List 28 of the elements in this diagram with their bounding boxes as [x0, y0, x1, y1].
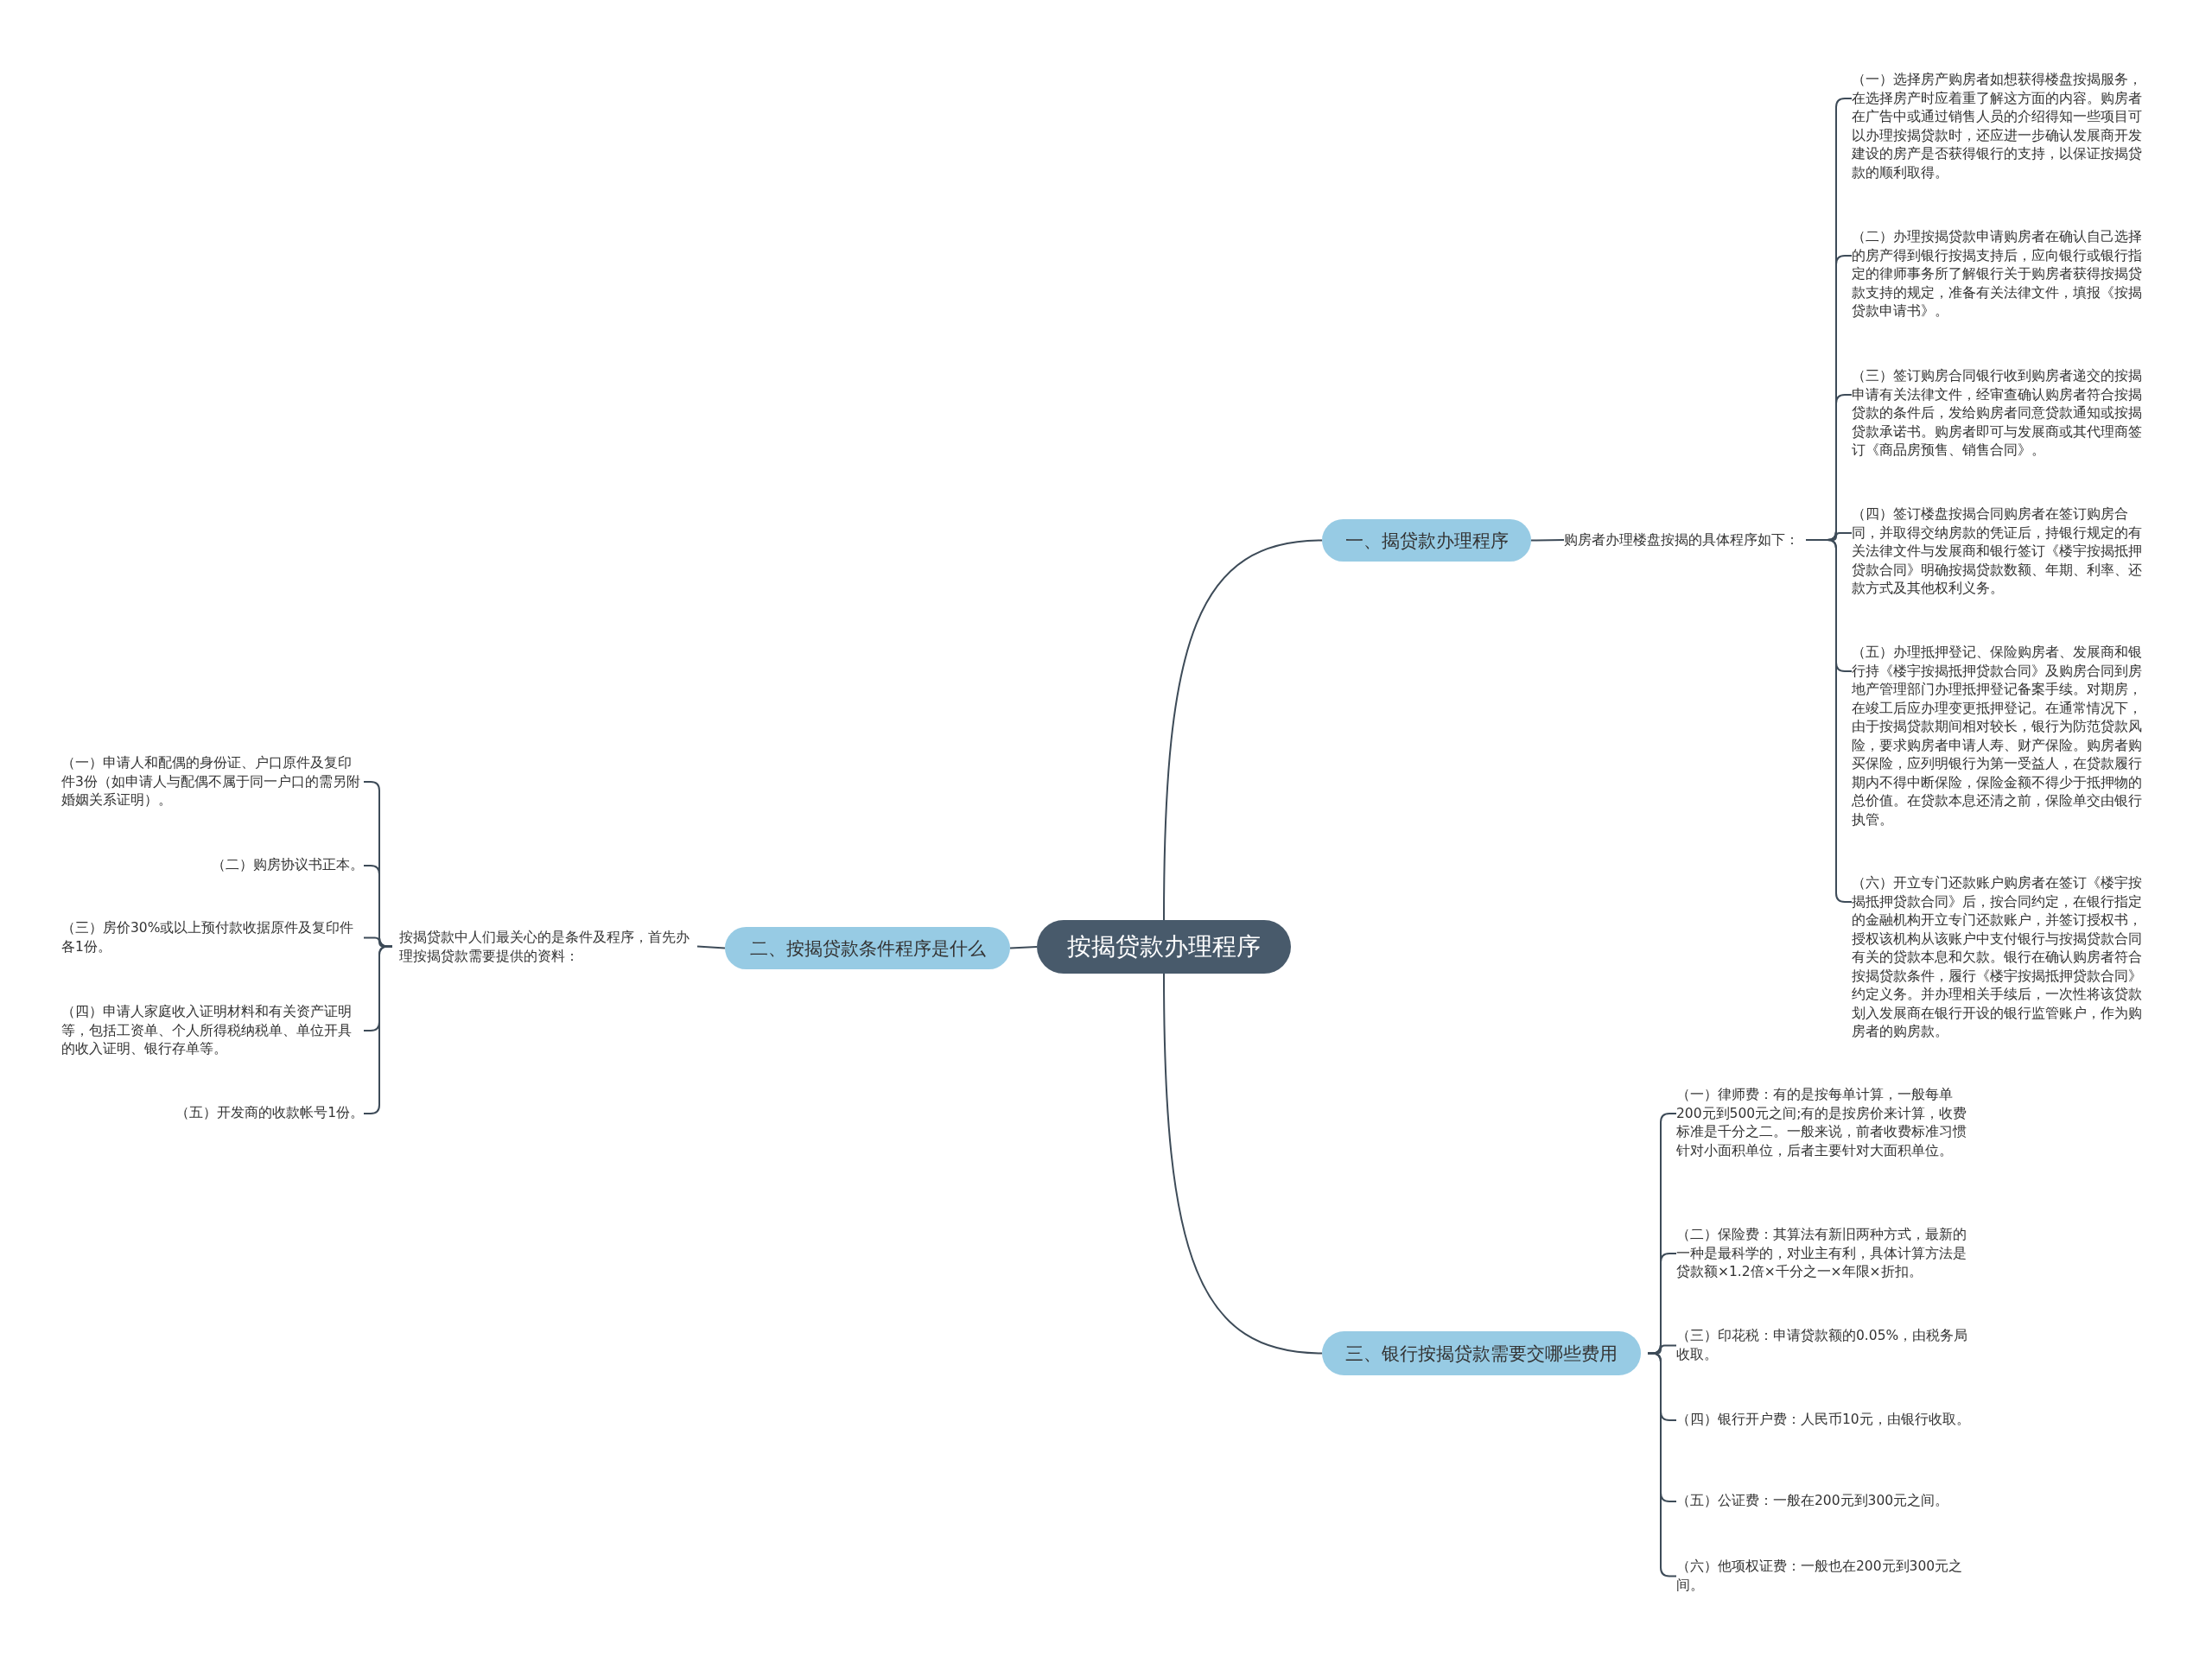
item-text: （二）保险费：其算法有新旧两种方式，最新的一种是最科学的，对业主有利，具体计算方法是贷款额×1.2倍×千分之一×年限×折扣。	[1676, 1226, 1974, 1282]
connector-line	[1530, 539, 1565, 542]
connector-line	[1163, 539, 1323, 921]
item-text: （四）银行开户费：人民币10元，由银行收取。	[1676, 1411, 1974, 1430]
central-topic: 按揭贷款办理程序	[1037, 920, 1291, 974]
item-text: （五）办理抵押登记、保险购房者、发展商和银行持《楼宇按揭抵押贷款合同》及购房合同到房地产管理部门办理抵押登记备案手续。对期房，在竣工后应办理变更抵押登记。在通常情况下，由于按揭贷款期间相对较长，银行为防范贷款风险，要求购房者申请人寿、财产保险。购房者购买保险，应列明银行为第一受益人，在贷款履行期内不得中断保险，保险金额不得少于抵押物的总价值。在贷款本息还清之前，保险单交由银行执管。	[1852, 644, 2154, 829]
item-text: （一）律师费：有的是按每单计算，一般每单200元到500元之间;有的是按房价来计算，收费标准是千分之二。一般来说，前者收费标准习惯针对小面积单位，后者主要针对大面积单位。	[1676, 1086, 1974, 1160]
item-text: （二）办理按揭贷款申请购房者在确认自己选择的房产得到银行按揭支持后，应向银行或银行指定的律师事务所了解银行关于购房者获得按揭贷款支持的规定，准备有关法律文件，填报《按揭贷款申请书》。	[1852, 228, 2154, 321]
item-text: （三）签订购房合同银行收到购房者递交的按揭申请有关法律文件，经审查确认购房者符合按揭贷款的条件后，发给购房者同意贷款通知或按揭贷款承诺书。购房者即可与发展商或其代理商签订《商品房预售、销售合同》。	[1852, 367, 2154, 460]
item-text: （五）公证费：一般在200元到300元之间。	[1676, 1492, 1974, 1511]
connector-line	[1009, 946, 1038, 949]
item-text: （二）购房协议书正本。	[212, 856, 364, 875]
item-text: （三）房价30%或以上预付款收据原件及复印件各1份。	[61, 919, 364, 956]
connector-line	[1163, 973, 1323, 1355]
item-text: （五）开发商的收款帐号1份。	[175, 1104, 364, 1123]
topic-pill: 一、揭贷款办理程序	[1322, 519, 1531, 562]
item-text: （三）印花税：申请贷款额的0.05%，由税务局收取。	[1676, 1327, 1974, 1364]
item-text: （四）签订楼盘按揭合同购房者在签订购房合同，并取得交纳房款的凭证后，持银行规定的有关法律文件与发展商和银行签订《楼宇按揭抵押贷款合同》明确按揭贷款数额、年期、利率、还款方式及其他权利义务。	[1852, 505, 2154, 599]
connector-line	[696, 945, 726, 949]
topic-pill: 二、按揭贷款条件程序是什么	[725, 927, 1010, 969]
item-text: （一）选择房产购房者如想获得楼盘按揭服务，在选择房产时应着重了解这方面的内容。购房者在广告中或通过销售人员的介绍得知一些项目可以办理按揭贷款时，还应进一步确认发展商开发建设的房产是否获得银行的支持，以保证按揭贷款的顺利取得。	[1852, 71, 2154, 182]
item-text: （一）申请人和配偶的身份证、户口原件及复印件3份（如申请人与配偶不属于同一户口的需另附婚姻关系证明）。	[61, 754, 364, 810]
note-text: 按揭贷款中人们最关心的是条件及程序，首先办理按揭贷款需要提供的资料：	[399, 928, 697, 965]
item-text: （四）申请人家庭收入证明材料和有关资产证明等，包括工资单、个人所得税纳税单、单位开具的收入证明、银行存单等。	[61, 1003, 364, 1059]
note-text: 购房者办理楼盘按揭的具体程序如下：	[1564, 530, 1799, 549]
item-text: （六）开立专门还款账户购房者在签订《楼宇按揭抵押贷款合同》后，按合同约定，在银行指定的金融机构开立专门还款账户，并签订授权书，授权该机构从该账户中支付银行与按揭贷款合同有关的贷款本息和欠款。银行在确认购房者符合按揭贷款条件，履行《楼宇按揭抵押贷款合同》约定义务。并办理相关手续后，一次性将该贷款划入发展商在银行开设的银行监管账户，作为购房者的购房款。	[1852, 874, 2154, 1042]
topic-pill: 三、银行按揭贷款需要交哪些费用	[1322, 1331, 1641, 1375]
item-text: （六）他项权证费：一般也在200元到300元之间。	[1676, 1558, 1974, 1595]
